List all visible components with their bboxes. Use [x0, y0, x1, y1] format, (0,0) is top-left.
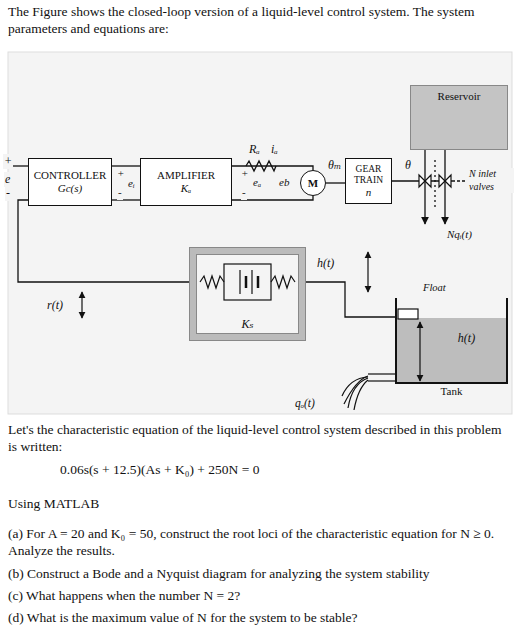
signal-label: +	[3, 154, 13, 169]
outlet-pipe	[342, 377, 368, 396]
valve-shaft	[452, 180, 466, 182]
node-text: CONTROLLER	[34, 169, 107, 182]
motion-arrow	[81, 292, 82, 318]
node-text: n	[366, 186, 372, 199]
signal-label: eₐ	[252, 176, 262, 190]
reservoir-box: Reservoir	[410, 85, 508, 150]
outlet-pipe	[354, 380, 368, 410]
potentiometer-symbol	[245, 276, 248, 288]
potentiometer-symbol	[224, 264, 271, 300]
problem-text: (d) What is the maximum value of N for t…	[8, 610, 358, 627]
signal-label: eb	[278, 176, 290, 190]
signal-label: +	[240, 167, 249, 181]
inlet-pipe	[425, 150, 445, 224]
signal-wire	[326, 182, 345, 183]
node-text: Kₐ	[181, 182, 192, 195]
signal-label: r(t)	[46, 298, 64, 313]
potentiometer-symbol	[257, 276, 260, 288]
valve-symbol	[419, 175, 431, 187]
signal-label: -	[5, 186, 11, 201]
level-arrow	[419, 322, 420, 381]
signal-label: θ	[404, 158, 412, 173]
potentiometer-symbol	[271, 276, 295, 288]
diagram-ground	[8, 52, 512, 414]
signal-label: -	[117, 186, 123, 200]
problem-text: Using MATLAB	[8, 496, 99, 513]
signal-wire	[18, 200, 190, 282]
node-text: Gc(s)	[58, 182, 82, 195]
signal-label: eᵢ	[127, 177, 136, 191]
inlet-pipe	[444, 150, 445, 224]
valve-symbol	[439, 175, 451, 187]
signal-label: +	[116, 167, 125, 181]
motion-arrow	[82, 252, 368, 318]
signal-label: Float	[422, 281, 447, 294]
signal-wire	[305, 282, 395, 317]
tank-water	[396, 318, 507, 383]
problem-text: 0.06s(s + 12.5)(As + K₀) + 250N = 0	[60, 462, 480, 479]
float-symbol	[398, 309, 418, 319]
node-text: M	[308, 177, 318, 190]
node-text: Kₛ	[238, 318, 256, 332]
potentiometer-symbol	[200, 276, 224, 288]
problem-text: (c) What happens when the number N = 2?	[8, 588, 240, 605]
gear-train-box: GEAR TRAINn	[345, 158, 392, 204]
signal-label: -	[241, 186, 247, 200]
level-arrow	[419, 322, 420, 381]
signal-label: Rₐ	[248, 142, 261, 157]
node-text: Reservoir	[438, 90, 481, 103]
problem-text: The Figure shows the closed-loop version…	[8, 4, 512, 38]
tank-box: h(t)Tank	[395, 298, 508, 384]
motion-arrow	[367, 252, 368, 292]
signal-label: iₐ	[270, 142, 279, 157]
inlet-pipe	[434, 160, 435, 210]
problem-text: (a) For A = 20 and K₀ = 50, construct th…	[8, 526, 512, 560]
signal-wire	[12, 165, 28, 166]
node-text: Tank	[397, 385, 506, 398]
float-symbol	[398, 309, 418, 319]
potentiometer-box: Kₛ	[190, 248, 305, 340]
valve-symbol	[419, 175, 451, 187]
diagram-ground	[8, 52, 512, 414]
signal-label: Nqᵢ(t)	[446, 228, 473, 242]
potentiometer-symbol	[239, 270, 240, 294]
tank-water	[396, 318, 507, 383]
signal-label: h(t)	[316, 256, 335, 271]
signal-label: e	[4, 172, 11, 187]
controller-box: CONTROLLERGc(s)	[28, 158, 112, 206]
motor-circle: M	[300, 170, 326, 196]
node-text: AMPLIFIER	[157, 169, 215, 182]
potentiometer-symbol	[251, 270, 252, 294]
problem-text: (b) Construct a Bode and a Nyquist diagr…	[8, 566, 512, 583]
node-text: GEAR TRAIN	[346, 164, 391, 186]
outlet-pipe	[342, 374, 396, 410]
node-text: h(t)	[458, 332, 475, 346]
outlet-pipe	[368, 380, 396, 381]
signal-label: θₘ	[327, 158, 342, 173]
outlet-pipe	[368, 373, 396, 374]
signal-label: N inlet valves	[468, 168, 514, 193]
amplifier-box: AMPLIFIERKₐ	[140, 158, 232, 206]
potentiometer-symbol	[200, 264, 295, 300]
problem-text: Let's the characteristic equation of the…	[8, 422, 512, 456]
signal-label: qₒ(t)	[294, 396, 316, 410]
inlet-pipe	[424, 150, 425, 224]
